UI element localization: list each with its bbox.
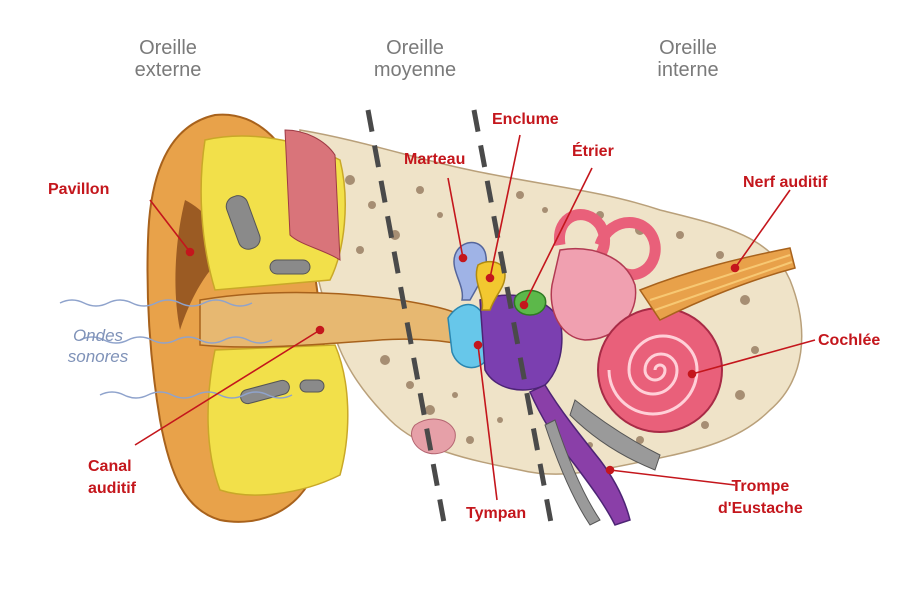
leader-trompe [609, 469, 736, 486]
label-marteau: Marteau [404, 151, 466, 168]
muscle-band [284, 129, 341, 261]
label-tympan: Tympan [466, 505, 527, 522]
sound-waves [59, 299, 293, 399]
label-nerf-auditif: Nerf auditif [743, 174, 828, 191]
soft-tissue [411, 418, 456, 455]
label-pavillon: Pavillon [48, 181, 110, 198]
nerve-fibers [649, 254, 793, 311]
lower-cartilage [207, 344, 349, 496]
label-canal-auditif: Canal auditif [88, 458, 136, 497]
label-cochlee: Cochlée [818, 332, 881, 349]
zone-title-outer: Oreille externe [134, 37, 202, 81]
leader-lines [134, 134, 816, 501]
cartilage-bones [225, 195, 325, 405]
leader-nerf [734, 189, 791, 269]
incus-shape [475, 260, 506, 311]
leader-etrier [523, 167, 593, 306]
eustachian-cartilage [569, 399, 661, 471]
cochlea-spiral [607, 334, 699, 416]
leader-marteau [447, 177, 464, 259]
label-ondes-sonores: Ondes sonores [67, 326, 129, 366]
leader-tympan [477, 344, 498, 501]
label-etrier: Étrier [572, 143, 614, 160]
leader-pavillon [149, 199, 191, 253]
zone-title-middle: Oreille moyenne [373, 37, 457, 81]
leader-cochlee [691, 339, 816, 375]
leader-canal [134, 329, 321, 446]
zone-title-inner: Oreille interne [657, 37, 719, 81]
leader-enclume [489, 134, 521, 279]
lower-bone-strip [544, 419, 601, 526]
label-enclume: Enclume [492, 111, 559, 128]
label-trompe-eustache: Trompe d'Eustache [718, 478, 803, 517]
